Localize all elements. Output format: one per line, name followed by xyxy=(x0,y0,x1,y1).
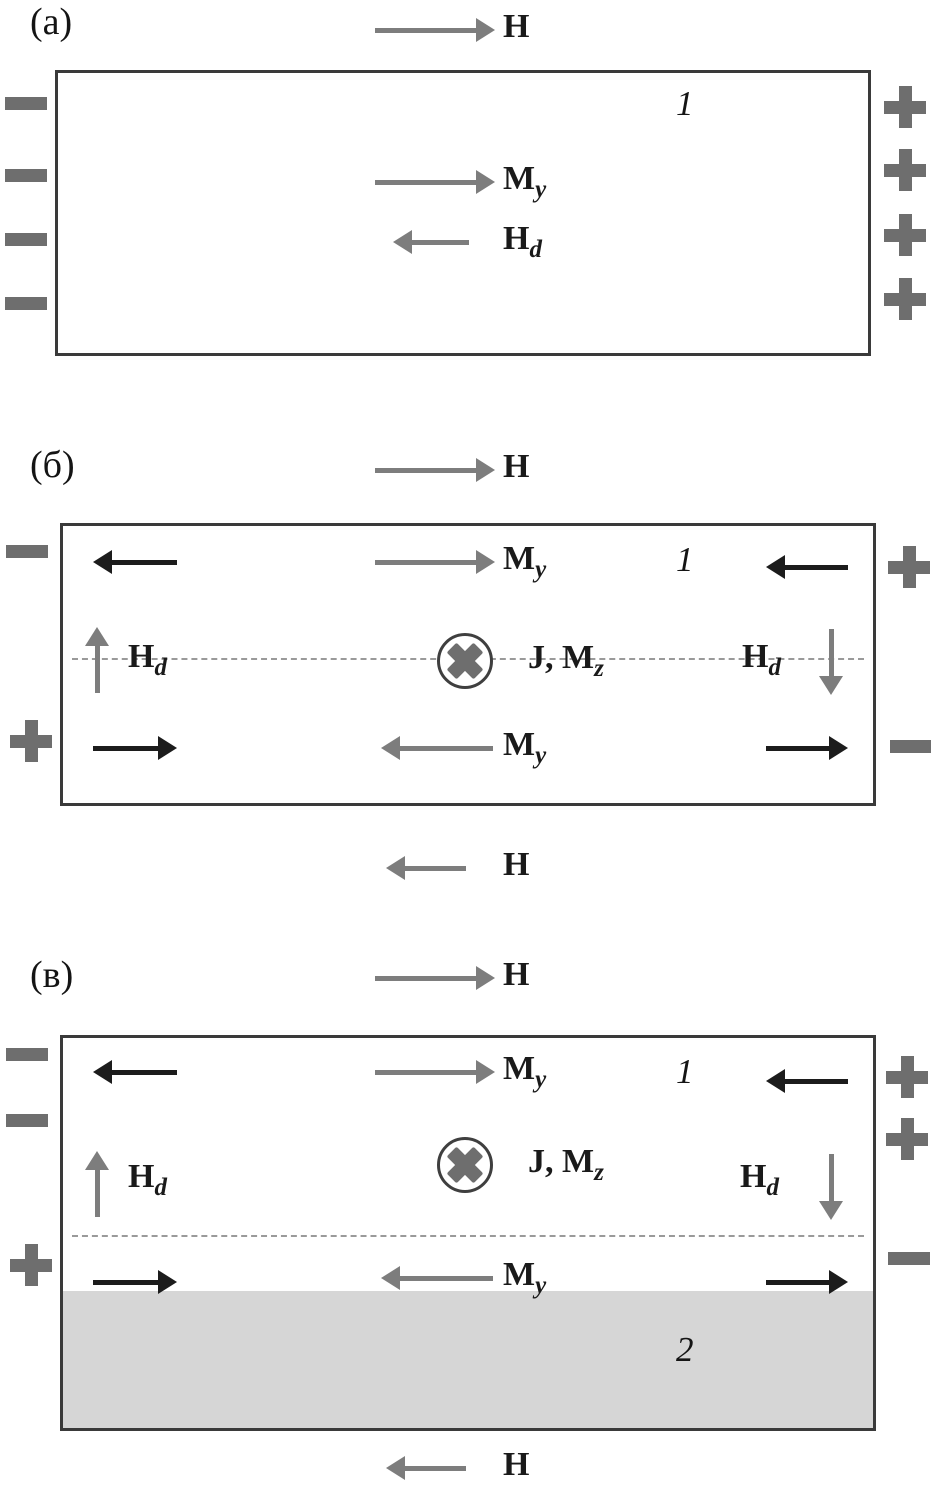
minus-charge-icon xyxy=(5,233,47,246)
h-text: H xyxy=(503,448,530,485)
my-label: My xyxy=(503,726,546,768)
h-text: H xyxy=(742,638,769,675)
h-text: H xyxy=(128,638,155,675)
plus-charge-icon xyxy=(884,149,926,191)
sub-y: y xyxy=(535,175,547,203)
sub-y: y xyxy=(535,741,547,769)
panel-a-tag: (а) xyxy=(30,1,73,43)
edge-moment-arrow-left-icon xyxy=(93,1059,177,1085)
edge-moment-arrow-right-icon xyxy=(93,735,177,761)
hd-label: Hd xyxy=(503,220,542,262)
plus-charge-icon xyxy=(10,1244,52,1286)
region-1-label: 1 xyxy=(676,540,694,579)
panel-v-tag: (в) xyxy=(30,954,74,996)
plus-charge-icon xyxy=(886,1118,928,1160)
current-into-page-icon xyxy=(437,1137,493,1193)
my-label: My xyxy=(503,540,546,582)
edge-moment-arrow-left-icon xyxy=(766,1068,848,1094)
sub-d: d xyxy=(766,1173,779,1201)
h-text: H xyxy=(740,1158,767,1195)
my-arrow-left-icon xyxy=(381,1265,493,1291)
my-label: My xyxy=(503,1050,546,1092)
sub-z: z xyxy=(594,654,604,682)
m-text: M xyxy=(503,540,536,577)
sub-d: d xyxy=(768,653,781,681)
h-field-arrow-left-icon xyxy=(386,855,466,881)
m-text: M xyxy=(503,1256,536,1293)
j-m-text: J, M xyxy=(528,639,595,676)
sub-d: d xyxy=(154,653,167,681)
my-label: My xyxy=(503,160,546,202)
sub-y: y xyxy=(535,555,547,583)
h-field-arrow-right-icon xyxy=(375,17,495,43)
hd-label: Hd xyxy=(742,638,781,680)
sub-y: y xyxy=(535,1271,547,1299)
edge-moment-arrow-right-icon xyxy=(93,1269,177,1295)
m-text: M xyxy=(503,726,536,763)
sub-y: y xyxy=(535,1065,547,1093)
hd-label: Hd xyxy=(128,638,167,680)
h-field-arrow-right-icon xyxy=(375,457,495,483)
current-into-page-icon xyxy=(437,633,493,689)
minus-charge-icon xyxy=(5,169,47,182)
minus-charge-icon xyxy=(890,740,931,753)
hd-arrow-down-icon xyxy=(818,1154,844,1220)
minus-charge-icon xyxy=(888,1252,930,1265)
hd-arrow-down-icon xyxy=(818,629,844,695)
edge-moment-arrow-left-icon xyxy=(766,554,848,580)
plus-charge-icon xyxy=(886,1056,928,1098)
my-arrow-right-icon xyxy=(375,1059,495,1085)
m-text: M xyxy=(503,1050,536,1087)
h-text: H xyxy=(128,1158,155,1195)
sub-d: d xyxy=(529,235,542,263)
my-arrow-right-icon xyxy=(375,169,495,195)
sub-z: z xyxy=(594,1158,604,1186)
j-m-text: J, M xyxy=(528,1143,595,1180)
region-1-label: 1 xyxy=(676,84,694,123)
region-2-label: 2 xyxy=(676,1330,694,1369)
plus-charge-icon xyxy=(884,86,926,128)
h-field-arrow-right-icon xyxy=(375,965,495,991)
j-mz-label: J, Mz xyxy=(528,1143,604,1185)
my-label: My xyxy=(503,1256,546,1298)
hd-label: Hd xyxy=(740,1158,779,1200)
domain-boundary-dashed-line xyxy=(72,1235,864,1237)
edge-moment-arrow-right-icon xyxy=(766,735,848,761)
panel-b-tag: (б) xyxy=(30,444,75,486)
h-field-label: H xyxy=(503,1446,529,1483)
hd-arrow-up-icon xyxy=(84,627,110,693)
my-arrow-right-icon xyxy=(375,549,495,575)
plus-charge-icon xyxy=(10,720,52,762)
h-field-label: H xyxy=(503,8,529,45)
plus-charge-icon xyxy=(884,214,926,256)
h-text: H xyxy=(503,846,530,883)
minus-charge-icon xyxy=(5,297,47,310)
h-field-arrow-left-icon xyxy=(386,1455,466,1481)
j-mz-label: J, Mz xyxy=(528,639,604,681)
minus-charge-icon xyxy=(6,545,48,558)
region-1-label: 1 xyxy=(676,1052,694,1091)
h-text: H xyxy=(503,220,530,257)
minus-charge-icon xyxy=(6,1048,48,1061)
plus-charge-icon xyxy=(884,278,926,320)
h-field-label: H xyxy=(503,846,529,883)
m-text: M xyxy=(503,160,536,197)
h-text: H xyxy=(503,956,530,993)
film-outline-a xyxy=(55,70,871,356)
h-text: H xyxy=(503,1446,530,1483)
plus-charge-icon xyxy=(888,546,930,588)
hd-label: Hd xyxy=(128,1158,167,1200)
edge-moment-arrow-right-icon xyxy=(766,1269,848,1295)
layer-2-region xyxy=(63,1291,873,1428)
edge-moment-arrow-left-icon xyxy=(93,549,177,575)
minus-charge-icon xyxy=(6,1114,48,1127)
hd-arrow-up-icon xyxy=(84,1151,110,1217)
h-field-label: H xyxy=(503,956,529,993)
sub-d: d xyxy=(154,1173,167,1201)
my-arrow-left-icon xyxy=(381,735,493,761)
h-field-label: H xyxy=(503,448,529,485)
h-text: H xyxy=(503,8,530,45)
hd-arrow-left-icon xyxy=(393,229,469,255)
minus-charge-icon xyxy=(5,97,47,110)
